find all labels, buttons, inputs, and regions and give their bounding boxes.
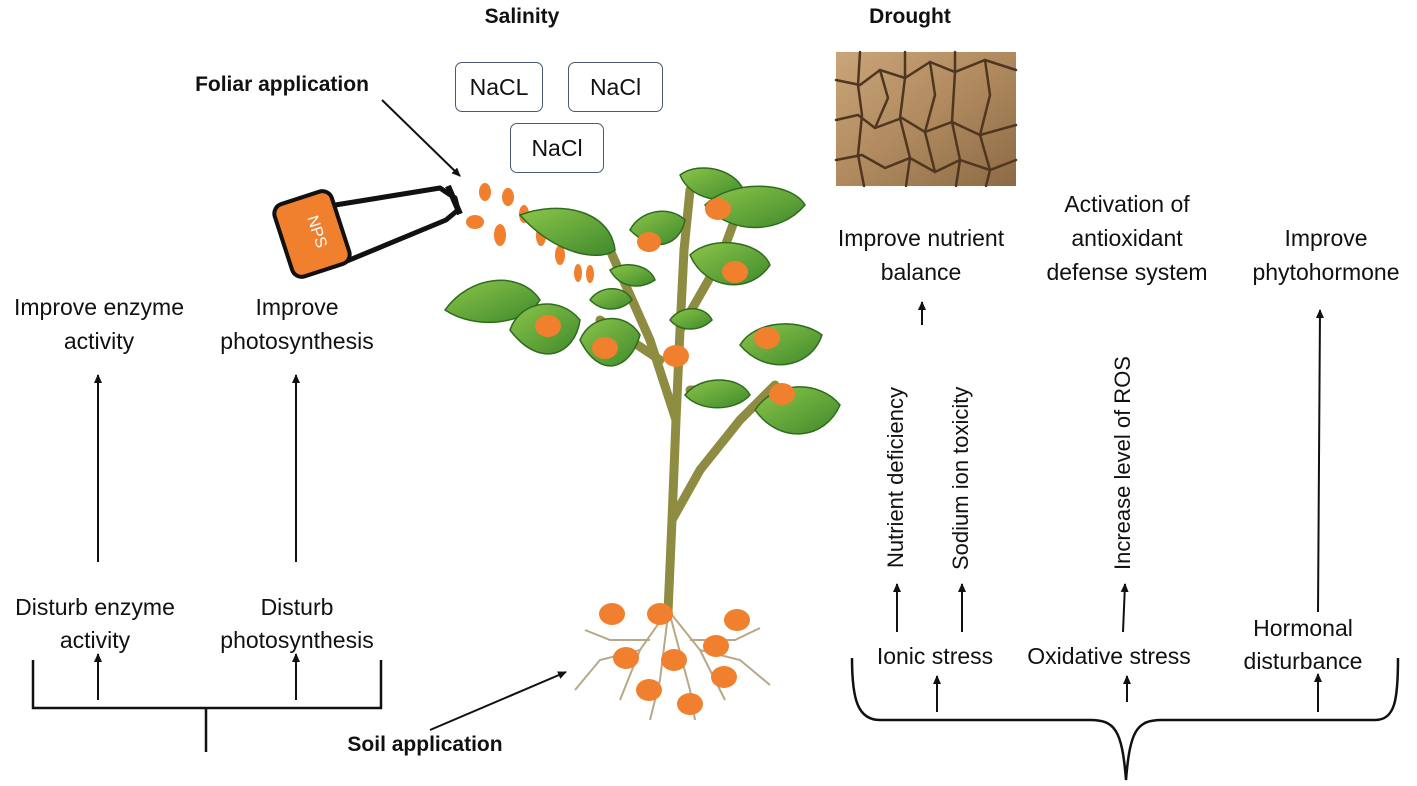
label-line: Improve nutrient xyxy=(837,225,1005,251)
ionic-stress-label: Ionic stress xyxy=(876,643,994,669)
salt-box: NaCl xyxy=(568,62,663,112)
oxidative-stress-label: Oxidative stress xyxy=(1027,643,1191,669)
label-line: antioxidant xyxy=(1071,225,1183,251)
sodium-ion-toxicity-label: Sodium ion toxicity xyxy=(948,386,973,570)
salt-box: NaCl xyxy=(510,123,604,173)
nutrient-deficiency-label: Nutrient deficiency xyxy=(883,387,908,568)
left-bracket xyxy=(31,660,383,752)
application-arrows xyxy=(381,99,567,731)
soil-application-label: Soil application xyxy=(347,733,503,756)
label-line: Disturb xyxy=(260,594,334,620)
foliar-application-label: Foliar application xyxy=(195,73,369,96)
ros-level-label: Increase level of ROS xyxy=(1110,356,1135,570)
label-line: disturbance xyxy=(1243,648,1363,674)
label-line: activity xyxy=(63,328,135,354)
label-line: Improve enzyme xyxy=(13,294,184,320)
label-line: phytohormone xyxy=(1252,259,1400,285)
nps-bottle xyxy=(272,184,463,279)
label-line: balance xyxy=(880,259,962,285)
label-line: Disturb enzyme xyxy=(15,594,175,620)
salt-box: NaCL xyxy=(455,62,543,112)
right-flow-arrows xyxy=(893,301,1324,712)
label-line: Hormonal xyxy=(1253,615,1353,641)
right-curly-bracket xyxy=(850,657,1400,781)
label-line: Improve xyxy=(255,294,339,320)
label-line: photosynthesis xyxy=(220,328,374,354)
label-line: activity xyxy=(59,627,131,653)
plant xyxy=(443,167,841,721)
label-line: defense system xyxy=(1046,259,1208,285)
label-line: photosynthesis xyxy=(220,627,374,653)
salinity-title: Salinity xyxy=(484,5,560,28)
label-line: Improve xyxy=(1284,225,1368,251)
drought-title: Drought xyxy=(869,5,951,28)
label-line: Activation of xyxy=(1064,191,1190,217)
cracked-soil-image xyxy=(834,50,1018,188)
left-flow-arrows xyxy=(94,374,300,700)
